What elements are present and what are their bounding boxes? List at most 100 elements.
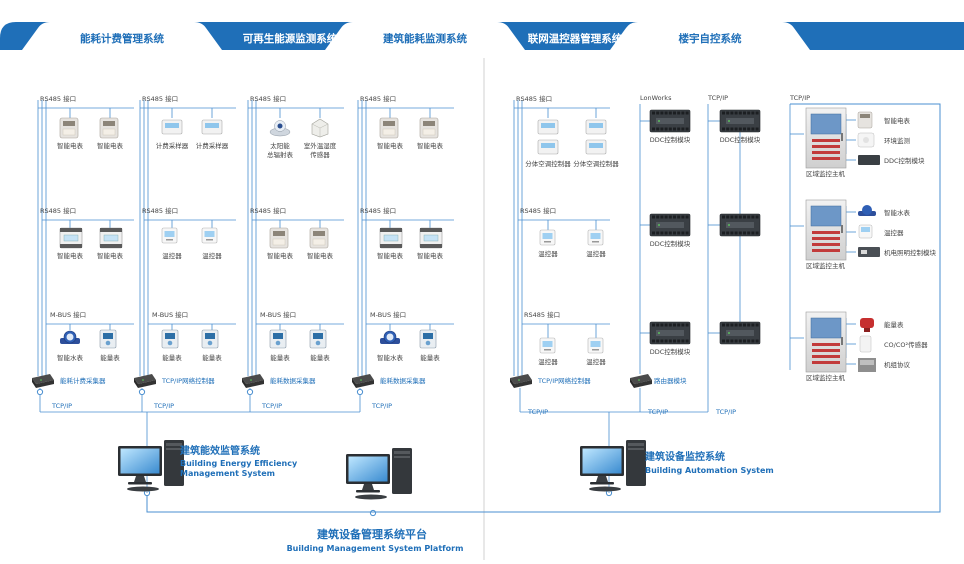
water-meter-icon — [380, 330, 400, 344]
water-icon — [858, 205, 876, 216]
bus-label: M-BUS 接口 — [370, 310, 406, 319]
energy-meter-icon — [419, 329, 437, 349]
sampler-icon — [585, 119, 607, 135]
energy-meter-icon — [269, 329, 287, 349]
meter-icon — [59, 117, 79, 139]
tcpip-label: TCP/IP — [371, 402, 392, 410]
host-label: 区域监控主机 — [806, 169, 846, 178]
tcpip-label: TCP/IP — [715, 408, 736, 416]
tcpip-label: TCP/IP — [153, 402, 174, 410]
device-label: 温控器 — [538, 249, 558, 258]
device-label: 智能电表 — [307, 251, 334, 260]
bus-label: RS485 接口 — [40, 206, 76, 215]
gateway-label: 能耗计费采集器 — [60, 376, 106, 385]
tcpip-label: TCP/IP — [527, 408, 548, 416]
device-label: DDC控制模块 — [884, 156, 925, 165]
temp-humidity-sensor-icon — [311, 118, 329, 138]
device-label: 温控器 — [162, 251, 182, 260]
device-label: CO/CO²传感器 — [884, 340, 928, 349]
device-label: 智能水表 — [377, 353, 404, 362]
din-meter-icon — [99, 227, 123, 249]
tcpip-label: TCP/IP — [261, 402, 282, 410]
bus-label: RS485 接口 — [360, 206, 396, 215]
ddc-module-icon — [719, 213, 761, 237]
thermostat-icon — [539, 229, 556, 246]
tab-5[interactable]: 楼宇自控系统 — [678, 33, 742, 45]
gateway-label: TCP/IP网络控制器 — [161, 376, 215, 385]
system-title-right: 建筑设备监控系统 — [644, 450, 725, 463]
device-label: 能量表 — [202, 353, 222, 362]
energy-meter-icon — [161, 329, 179, 349]
bus-label: RS485 接口 — [142, 206, 178, 215]
tcpip-label: TCP/IP — [51, 402, 72, 410]
din-meter-icon — [59, 227, 83, 249]
device-label: 智能电表 — [884, 116, 911, 125]
thermostat-icon — [161, 227, 178, 244]
connector-line — [146, 103, 941, 513]
device-label: 智能水表 — [884, 208, 911, 217]
node-dot — [36, 388, 44, 396]
din-meter-icon — [379, 227, 403, 249]
env-icon — [857, 132, 875, 148]
host-label: 区域监控主机 — [806, 261, 846, 270]
ddc-module-icon — [649, 321, 691, 345]
device-label: 机组协议 — [884, 360, 911, 369]
device-label: DDC控制模块 — [650, 239, 691, 248]
din-meter-icon — [419, 227, 443, 249]
device-label: 机电照明控制模块 — [884, 248, 937, 257]
gateway-icon — [510, 374, 532, 388]
meter-icon — [419, 117, 439, 139]
tab-4[interactable]: 联网温控器管理系统 — [527, 33, 623, 45]
device-label: 智能电表 — [97, 251, 124, 260]
device-label: 智能水表 — [57, 353, 84, 362]
device-label: 智能电表 — [267, 251, 294, 260]
device-label: 温控器 — [538, 357, 558, 366]
system-subtitle-left-2: Management System — [180, 469, 275, 478]
sampler-icon — [537, 119, 559, 135]
thermo-icon — [858, 224, 873, 239]
device-label: DDC控制模块 — [650, 347, 691, 356]
device-label: 总辐射表 — [267, 150, 294, 159]
device-label: 温控器 — [884, 228, 904, 237]
tab-2[interactable]: 可再生能源监测系统 — [242, 33, 338, 45]
device-label: 环境监测 — [884, 136, 911, 145]
sampler-icon — [161, 119, 183, 135]
sampler-icon — [201, 119, 223, 135]
computer-left-icon — [118, 440, 184, 492]
tab-active-shape — [610, 22, 810, 50]
control-cabinet-icon — [805, 199, 847, 261]
energy-meter-icon — [201, 329, 219, 349]
sampler-icon — [585, 139, 607, 155]
gateway-label: TCP/IP网络控制器 — [537, 376, 591, 385]
device-label: 温控器 — [586, 249, 606, 258]
energy-meter-icon — [309, 329, 327, 349]
system-subtitle-right: Building Automation System — [645, 466, 774, 475]
platform-subtitle: Building Management System Platform — [287, 544, 464, 553]
energy-icon — [860, 318, 874, 332]
bus-label: RS485 接口 — [250, 94, 286, 103]
platform-title: 建筑设备管理系统平台 — [317, 527, 427, 541]
meter-icon — [379, 117, 399, 139]
water-meter-icon — [60, 330, 80, 344]
node-dot — [138, 388, 146, 396]
tab-1[interactable]: 能耗计费管理系统 — [80, 33, 164, 45]
bus-label: RS485 接口 — [40, 94, 76, 103]
host-label: 区域监控主机 — [806, 373, 846, 382]
device-label: 计费采样器 — [196, 141, 229, 150]
tcpip-label: TCP/IP — [647, 408, 668, 416]
tab-active-shape — [22, 22, 222, 50]
module-icon — [858, 247, 880, 257]
tab-3[interactable]: 建筑能耗监测系统 — [383, 33, 467, 45]
device-label: 传感器 — [310, 150, 330, 159]
bus-label: TCP/IP — [707, 94, 728, 102]
device-label: 智能电表 — [377, 141, 404, 150]
device-label: 能量表 — [884, 320, 904, 329]
sampler-icon — [537, 139, 559, 155]
thermostat-icon — [539, 337, 556, 354]
control-cabinet-icon — [805, 311, 847, 373]
system-subtitle-left-1: Building Energy Efficiency — [180, 459, 298, 468]
device-label: 能量表 — [162, 353, 182, 362]
bus-label: TCP/IP — [789, 94, 810, 102]
bus-label: RS485 接口 — [524, 310, 560, 319]
ddc-module-icon — [649, 109, 691, 133]
